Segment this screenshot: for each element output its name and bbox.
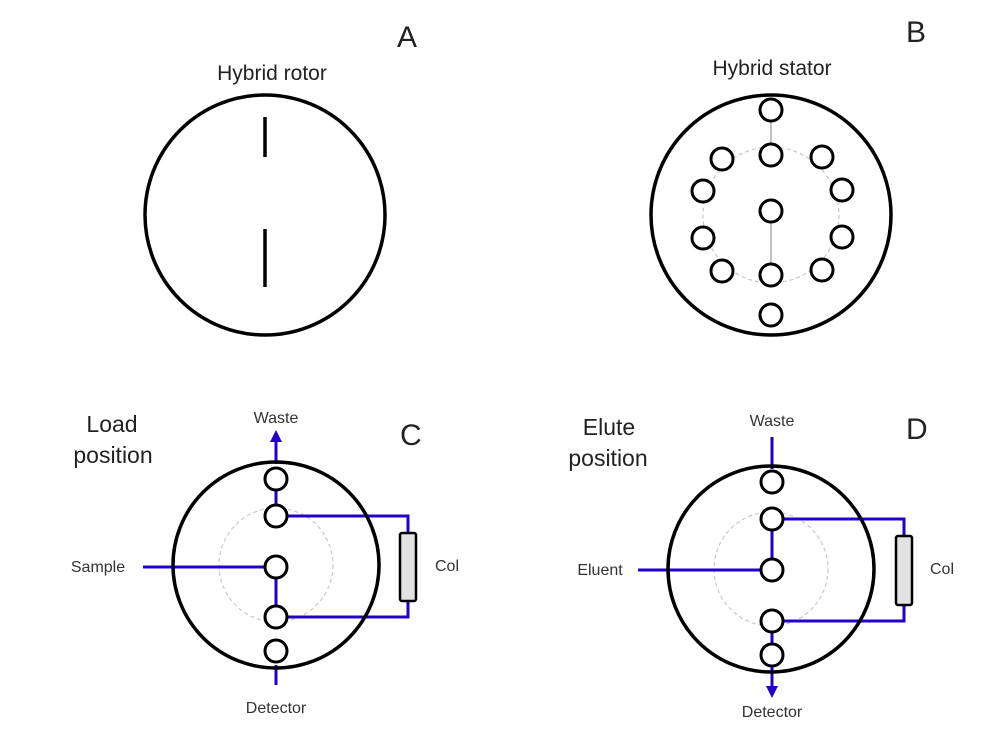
detector-arrow-icon: [766, 686, 778, 698]
port-1: [759, 469, 785, 495]
column-inlet-line: [772, 517, 906, 536]
stator-port: [809, 257, 835, 283]
stator-port: [758, 302, 784, 328]
column-inlet-line: [276, 514, 410, 533]
detector-label: Detector: [246, 700, 307, 717]
port-4: [759, 608, 785, 634]
stator-port: [690, 225, 716, 251]
waste-label: Waste: [254, 410, 299, 427]
column-label: Col: [435, 558, 459, 575]
port-1: [263, 466, 289, 492]
panel-a: A Hybrid rotor: [143, 21, 417, 337]
panel-letter-c: C: [400, 419, 422, 452]
panel-letter-b: B: [906, 16, 926, 49]
panel-a-title: Hybrid rotor: [217, 62, 327, 85]
port-5: [759, 642, 785, 668]
stator-port: [709, 146, 735, 172]
port-3: [759, 557, 785, 583]
column: [398, 531, 418, 603]
panel-b-title: Hybrid stator: [712, 57, 831, 80]
stator-port: [690, 178, 716, 204]
panel-d-title-line2: position: [568, 445, 647, 471]
panel-c-title-line1: Load: [86, 411, 137, 437]
column-outlet-line: [276, 601, 410, 619]
column: [894, 534, 914, 607]
stator-port: [758, 198, 784, 224]
stator-body: [649, 93, 893, 337]
panel-letter-a: A: [397, 21, 417, 54]
port-4: [263, 604, 289, 630]
column-outlet-line: [772, 605, 906, 623]
port-2: [759, 506, 785, 532]
stator-port: [758, 142, 784, 168]
port-5: [263, 638, 289, 664]
port-3: [263, 554, 289, 580]
panel-c: Load position C Waste Sample Col Detecto…: [71, 410, 459, 717]
eluent-label: Eluent: [577, 562, 623, 579]
valve-body: [666, 464, 876, 674]
panel-letter-d: D: [906, 413, 928, 446]
port-2: [263, 503, 289, 529]
stator-port: [709, 258, 735, 284]
panel-c-title-line2: position: [73, 442, 152, 468]
stator-port: [829, 177, 855, 203]
stator-port: [809, 144, 835, 170]
column-label: Col: [930, 561, 954, 578]
sample-label: Sample: [71, 559, 125, 576]
waste-label: Waste: [750, 413, 795, 430]
stator-ports: [690, 97, 855, 328]
waste-arrow-icon: [270, 430, 282, 442]
stator-port: [829, 224, 855, 250]
valve-body: [171, 460, 381, 670]
panel-d-title-line1: Elute: [583, 414, 635, 440]
rotor-body: [143, 93, 387, 337]
detector-label: Detector: [742, 704, 803, 721]
stator-port: [758, 97, 784, 123]
panel-d: Elute position D Waste Eluent Col Detect…: [568, 413, 954, 721]
panel-b: B Hybrid stator: [649, 16, 926, 337]
stator-port: [758, 262, 784, 288]
